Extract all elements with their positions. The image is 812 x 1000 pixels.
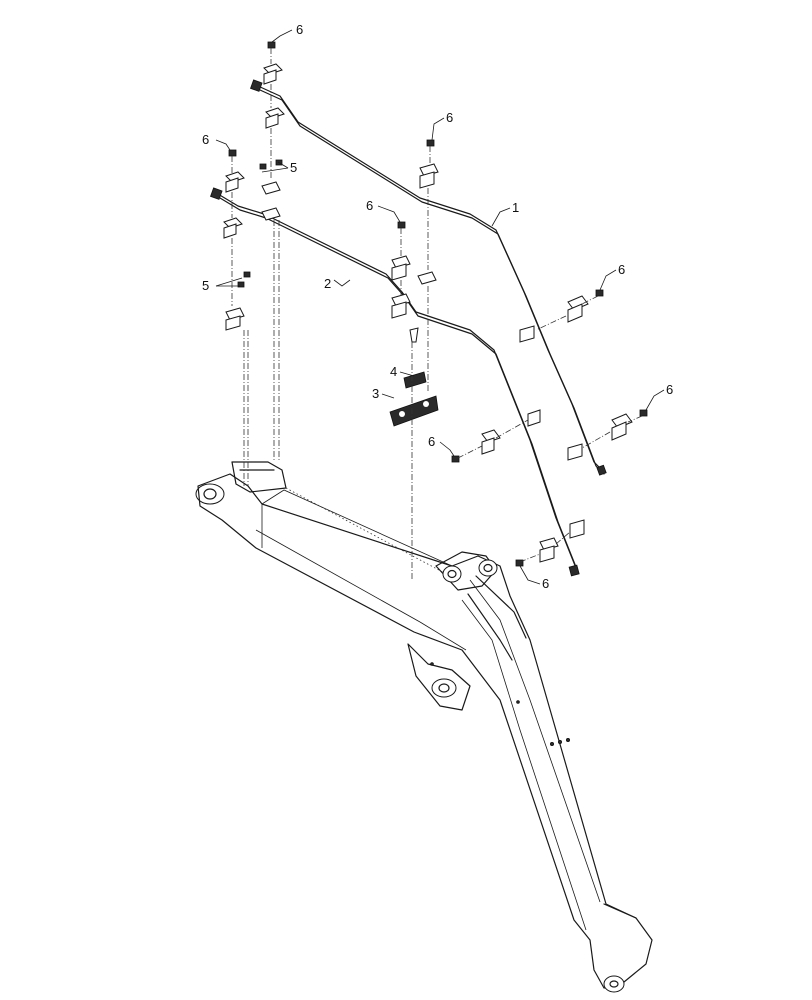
callout-6-top: 6	[296, 22, 303, 37]
callout-6-center: 6	[366, 198, 373, 213]
callout-3: 3	[372, 386, 379, 401]
hydraulic-pipe-1	[250, 79, 607, 476]
callout-6-right-upper: 6	[618, 262, 625, 277]
callout-6-center-lower: 6	[428, 434, 435, 449]
callout-6-bottom: 6	[542, 576, 549, 591]
callout-5-lower: 5	[202, 278, 209, 293]
alignment-lines	[231, 48, 643, 580]
side-clamps	[481, 295, 633, 563]
callout-4: 4	[390, 364, 397, 379]
pipe-clamps	[223, 63, 439, 331]
callout-1: 1	[512, 200, 519, 215]
callout-5-upper: 5	[290, 160, 297, 175]
excavator-boom	[195, 461, 653, 993]
callout-6-right-lower: 6	[666, 382, 673, 397]
hydraulic-pipe-2	[210, 187, 580, 577]
callout-6-upper-mid: 6	[446, 110, 453, 125]
callout-2: 2	[324, 276, 331, 291]
callout-6-upper-left: 6	[202, 132, 209, 147]
mount-plate	[389, 327, 439, 427]
callout-labels: 1 2 3 4 5 5 6 6 6 6 6 6 6 6	[202, 22, 673, 591]
callout-leaders	[215, 29, 665, 585]
